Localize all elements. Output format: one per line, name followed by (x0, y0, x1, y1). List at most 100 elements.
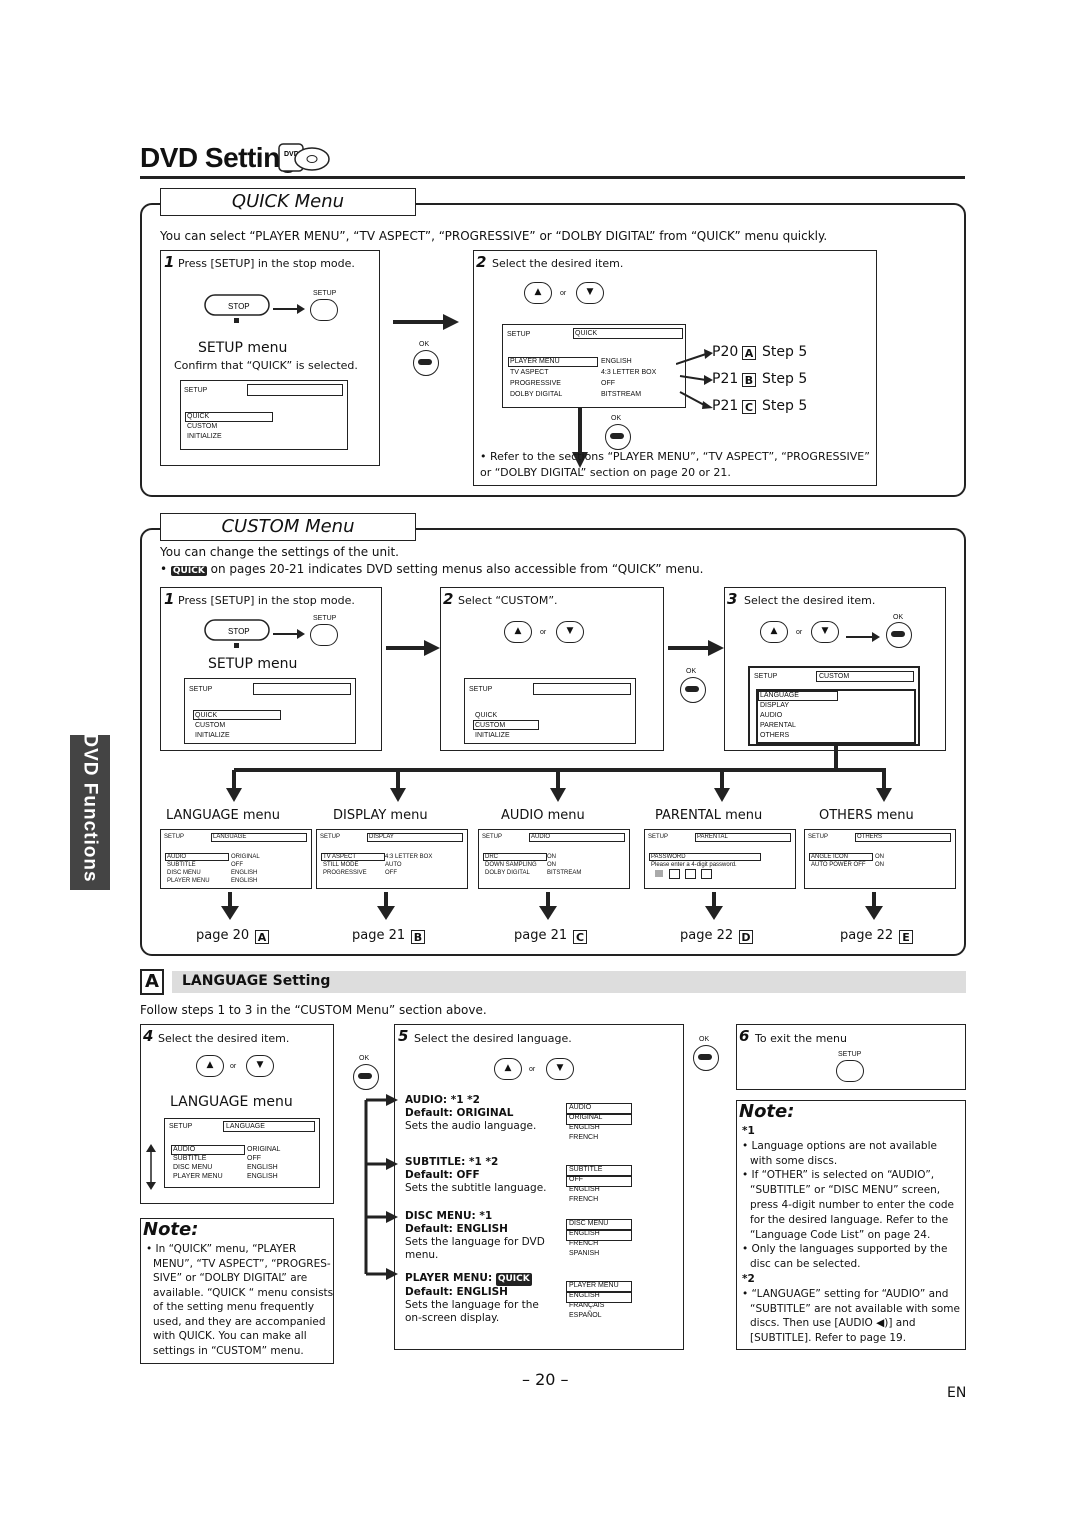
row-label[interactable]: AUDIO (167, 854, 187, 860)
menu-item[interactable]: CUSTOM (475, 722, 506, 729)
menu-item[interactable]: QUICK (475, 712, 498, 719)
item-default: Default: ORIGINAL (405, 1107, 514, 1119)
branch-arrows-icon (222, 744, 902, 808)
menu-item[interactable]: INITIALIZE (187, 433, 222, 440)
page-ref-letter: E (899, 930, 913, 944)
up-button[interactable]: ▲ (760, 621, 788, 643)
language-option[interactable]: SPANISH (569, 1250, 600, 1257)
row-label[interactable]: DISC MENU (173, 1164, 213, 1171)
quick-badge: QUICK (170, 566, 207, 576)
tab-label: CUSTOM (819, 673, 850, 680)
row-label[interactable]: DRC (485, 854, 498, 860)
note-line: [SUBTITLE]. Refer to page 19. (750, 1332, 907, 1345)
menu-item[interactable]: INITIALIZE (475, 732, 510, 739)
ok-label: OK (893, 614, 904, 621)
language-option[interactable]: PLAYER MENU (569, 1282, 619, 1289)
password-digit[interactable] (685, 869, 696, 879)
language-option[interactable]: FRENCH (569, 1196, 599, 1203)
row-label[interactable]: STILL MODE (323, 862, 359, 868)
password-digit[interactable] (701, 869, 712, 879)
up-button[interactable]: ▲ (524, 282, 552, 304)
down-button[interactable]: ▼ (811, 621, 839, 643)
menu-item[interactable]: PARENTAL (760, 722, 796, 729)
ok-button[interactable] (680, 677, 706, 703)
row-value: 4:3 LETTER BOX (601, 369, 657, 376)
down-button[interactable]: ▼ (576, 282, 604, 304)
row-label[interactable]: DOLBY DIGITAL (485, 870, 530, 876)
row-label[interactable]: SUBTITLE (173, 1155, 207, 1162)
row-label[interactable]: TV ASPECT (510, 369, 549, 376)
menu-item[interactable]: INITIALIZE (195, 732, 230, 739)
ok-button[interactable] (886, 622, 912, 648)
quick-screen: SETUP QUICK PLAYER MENU ENGLISH TV ASPEC… (502, 324, 686, 408)
password-digit[interactable] (669, 869, 680, 879)
stop-button[interactable]: STOP (204, 294, 270, 323)
item-label: PLAYER MENU: QUICK (405, 1272, 532, 1286)
row-label[interactable]: DISC MENU (167, 870, 201, 876)
row-label[interactable]: PASSWORD (651, 854, 686, 860)
up-button[interactable]: ▲ (504, 621, 532, 643)
page-ref: page 22 (680, 928, 734, 943)
language-options-screen: AUDIO ORIGINAL ENGLISH FRENCH (566, 1103, 632, 1149)
row-label[interactable]: SUBTITLE (167, 862, 196, 868)
item-default: Default: ENGLISH (405, 1286, 508, 1298)
language-option[interactable]: DISC MENU (569, 1220, 609, 1227)
up-button[interactable]: ▲ (494, 1058, 522, 1080)
row-label[interactable]: PROGRESSIVE (323, 870, 367, 876)
language-option[interactable]: ESPAÑOL (569, 1312, 602, 1319)
ok-button[interactable] (693, 1045, 719, 1071)
down-button[interactable]: ▼ (546, 1058, 574, 1080)
row-label[interactable]: ANGLE ICON (811, 854, 849, 860)
step-number: 6 (739, 1027, 750, 1045)
language-option[interactable]: OFF (569, 1176, 583, 1183)
row-label[interactable]: AUDIO (173, 1146, 196, 1153)
menu-item[interactable]: AUDIO (760, 712, 783, 719)
language-option[interactable]: FRENCH (569, 1134, 599, 1141)
setup-button[interactable] (836, 1060, 864, 1082)
menu-item[interactable]: OTHERS (760, 732, 790, 739)
row-label[interactable]: TV ASPECT (323, 854, 357, 860)
language-option[interactable]: FRANÇAIS (569, 1302, 605, 1309)
row-label[interactable]: PLAYER MENU (173, 1173, 223, 1180)
menu-item[interactable]: CUSTOM (187, 423, 218, 430)
ok-button[interactable] (413, 350, 439, 376)
menu-item[interactable]: CUSTOM (195, 722, 226, 729)
down-button[interactable]: ▼ (556, 621, 584, 643)
setup-button[interactable] (310, 624, 338, 646)
row-value: ON (547, 862, 556, 868)
language-option[interactable]: ORIGINAL (569, 1114, 603, 1121)
language-option[interactable]: FRENCH (569, 1240, 599, 1247)
item-default: Default: ENGLISH (405, 1223, 508, 1235)
custom-step1-text: Press [SETUP] in the stop mode. (178, 594, 355, 607)
page-ref: page 20 (196, 928, 250, 943)
up-button[interactable]: ▲ (196, 1055, 224, 1077)
menu-item[interactable]: QUICK (195, 712, 218, 719)
row-label[interactable]: DOLBY DIGITAL (510, 391, 563, 398)
language-option[interactable]: ENGLISH (569, 1292, 600, 1299)
language-option[interactable]: AUDIO (569, 1104, 592, 1111)
tab-bar (695, 833, 791, 842)
setup-label: SETUP (313, 290, 337, 297)
row-label[interactable]: AUTO POWER OFF (811, 862, 866, 868)
menu-item[interactable]: QUICK (187, 413, 210, 420)
menu-item[interactable]: DISPLAY (760, 702, 790, 709)
row-label[interactable]: Please enter a 4-digit password. (651, 862, 737, 868)
ok-button[interactable] (353, 1064, 379, 1090)
language-option[interactable]: ENGLISH (569, 1124, 600, 1131)
highlight-bar (165, 853, 229, 861)
note-line: discs. Then use [AUDIO ◀)] and (750, 1317, 916, 1330)
language-option[interactable]: ENGLISH (569, 1186, 600, 1193)
down-button[interactable]: ▼ (246, 1055, 274, 1077)
language-option[interactable]: SUBTITLE (569, 1166, 603, 1173)
row-label[interactable]: PLAYER MENU (167, 878, 210, 884)
setup-button[interactable] (310, 299, 338, 321)
stop-button[interactable]: STOP (204, 619, 270, 648)
arrow-right-icon (273, 300, 305, 319)
language-option[interactable]: ENGLISH (569, 1230, 600, 1237)
row-label[interactable]: DOWN SAMPLING (485, 862, 537, 868)
menu-item[interactable]: LANGUAGE (760, 692, 799, 699)
ok-button[interactable] (605, 424, 631, 450)
row-label[interactable]: PLAYER MENU (510, 358, 560, 365)
row-label[interactable]: PROGRESSIVE (510, 380, 561, 387)
